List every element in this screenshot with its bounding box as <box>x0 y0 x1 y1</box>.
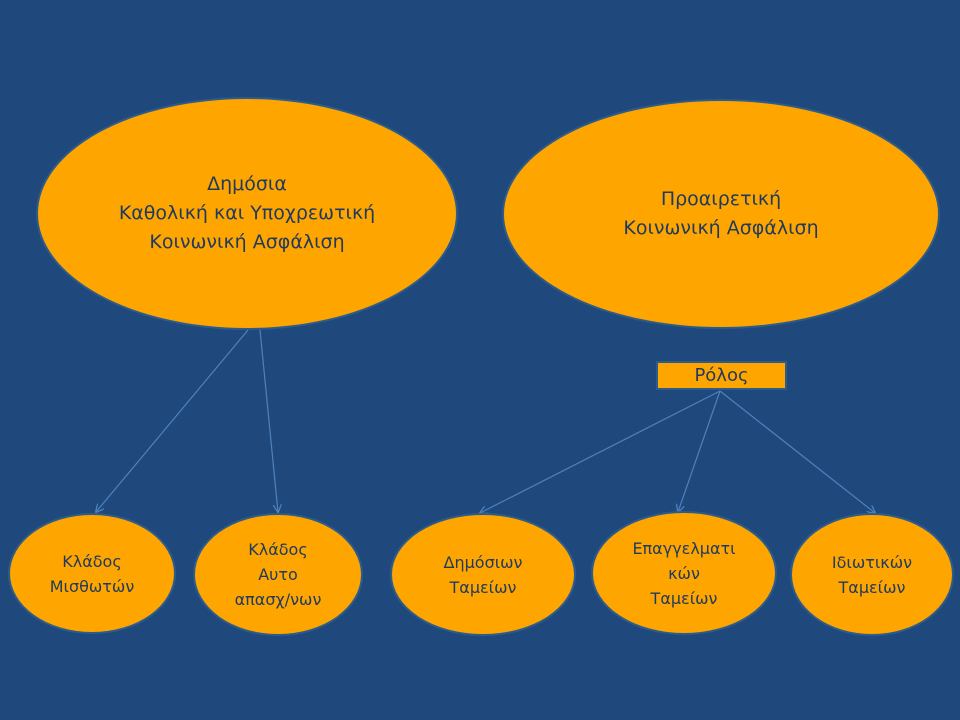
public-insurance-label: Δημόσια Καθολική και Υποχρεωτική Κοινωνι… <box>118 173 376 253</box>
professional-funds-ellipse: Επαγγελματι κών Ταμείων <box>591 511 777 635</box>
arrow-to-self-employed <box>259 329 278 512</box>
self-employed-branch-ellipse: Κλάδος Αυτο απασχ/νων <box>193 513 363 636</box>
employees-branch-label: Κλάδος Μισθωτών <box>49 551 135 596</box>
role-label: Ρόλος <box>694 365 749 386</box>
arrow-to-employees <box>96 329 249 512</box>
self-employed-branch-label: Κλάδος Αυτο απασχ/νων <box>234 540 322 609</box>
arrow-to-private-funds <box>719 390 875 513</box>
voluntary-insurance-label: Προαιρετική Κοινωνική Ασφάλιση <box>623 188 819 239</box>
arrow-to-professional-funds <box>678 390 721 512</box>
arrow-to-public-funds <box>480 390 721 513</box>
private-funds-label: Ιδιωτικών Ταμείων <box>831 552 913 597</box>
public-insurance-ellipse: Δημόσια Καθολική και Υποχρεωτική Κοινωνι… <box>36 97 458 330</box>
role-box: Ρόλος <box>656 361 787 390</box>
voluntary-insurance-ellipse: Προαιρετική Κοινωνική Ασφάλιση <box>502 99 940 329</box>
employees-branch-ellipse: Κλάδος Μισθωτών <box>8 513 176 634</box>
private-funds-ellipse: Ιδιωτικών Ταμείων <box>790 513 954 636</box>
public-funds-label: Δημόσιων Ταμείων <box>443 552 523 597</box>
public-funds-ellipse: Δημόσιων Ταμείων <box>390 513 576 636</box>
professional-funds-label: Επαγγελματι κών Ταμείων <box>632 538 736 608</box>
